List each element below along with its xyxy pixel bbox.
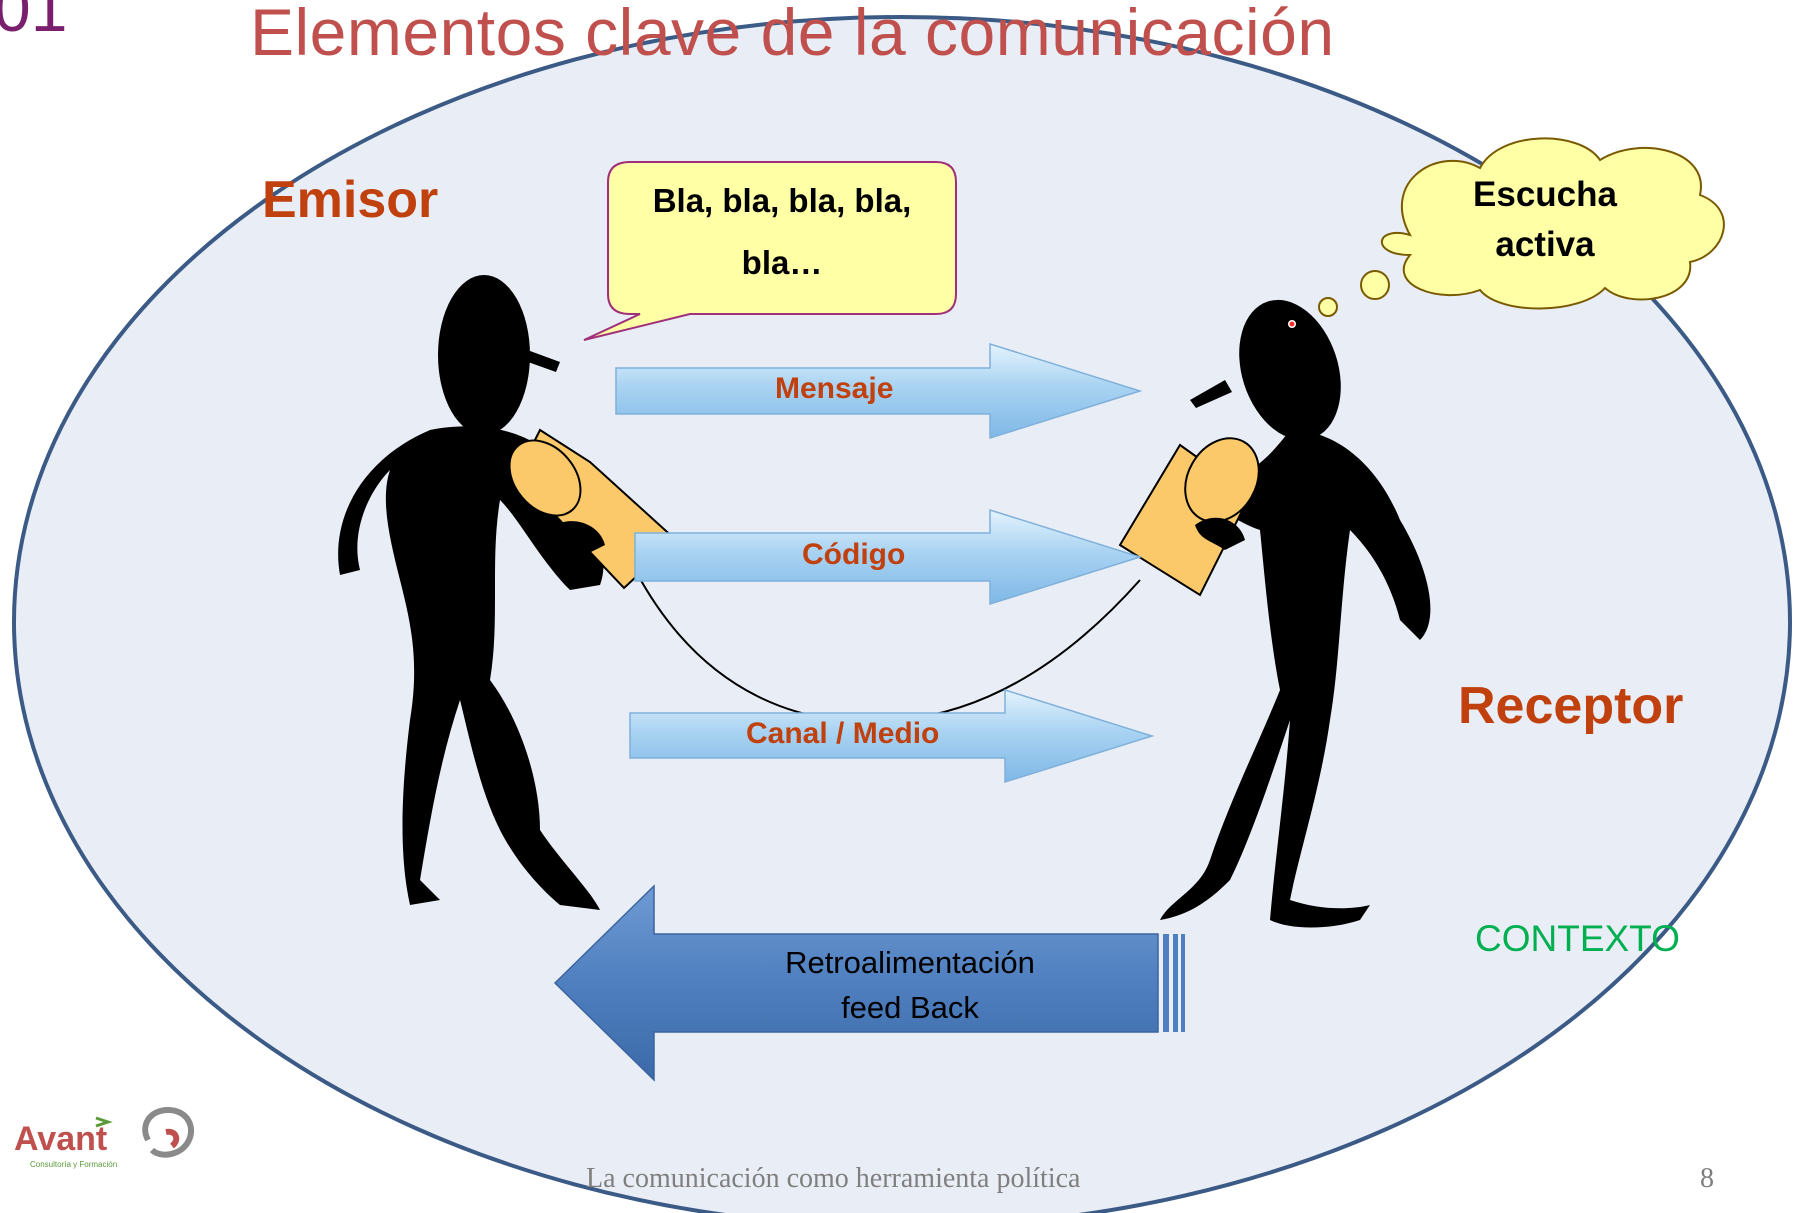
avant-logo-tagline: Consultoría y Formación — [30, 1160, 118, 1169]
feedback-arrow[interactable] — [553, 884, 1185, 1082]
feedback-line1: Retroalimentación — [785, 945, 1035, 980]
speech-bubble-line1: Bla, bla, bla, bla, — [652, 182, 912, 219]
feedback-line2: feed Back — [841, 990, 979, 1025]
speech-bubble — [583, 161, 957, 341]
speech-bubble-line2: bla… — [741, 244, 823, 281]
context-label: CONTEXTO — [1475, 918, 1680, 959]
thought-cloud-line1: Escucha — [1473, 175, 1617, 214]
slide-number-prefix: 01 — [0, 0, 68, 45]
channel-arrow[interactable] — [629, 688, 1155, 784]
message-arrow[interactable] — [615, 342, 1143, 440]
message-arrow-label: Mensaje — [775, 372, 894, 405]
avant-logo-mark — [95, 1106, 195, 1158]
feedback-arrow-text: Retroalimentación feed Back — [700, 940, 1120, 1030]
sender-label: Emisor — [262, 171, 439, 229]
slide-footer: La comunicación como herramienta polític… — [586, 1163, 1081, 1194]
avant-logo-name: Avant — [14, 1120, 108, 1158]
receiver-label: Receptor — [1458, 677, 1684, 735]
speech-bubble-text: Bla, bla, bla, bla, bla… — [608, 170, 956, 294]
code-arrow[interactable] — [634, 508, 1143, 606]
hands — [555, 517, 1245, 555]
slide-title: Elementos clave de la comunicación — [250, 0, 1335, 69]
receiver-figure — [1160, 299, 1431, 928]
thought-cloud — [1318, 137, 1725, 317]
channel-arrow-label: Canal / Medio — [746, 717, 940, 750]
receiver-can — [1118, 437, 1260, 597]
thought-cloud-line2: activa — [1495, 225, 1595, 264]
sender-figure — [338, 275, 604, 910]
page-number: 8 — [1700, 1163, 1714, 1194]
thought-cloud-text: Escucha activa — [1440, 170, 1650, 270]
code-arrow-label: Código — [802, 538, 906, 571]
